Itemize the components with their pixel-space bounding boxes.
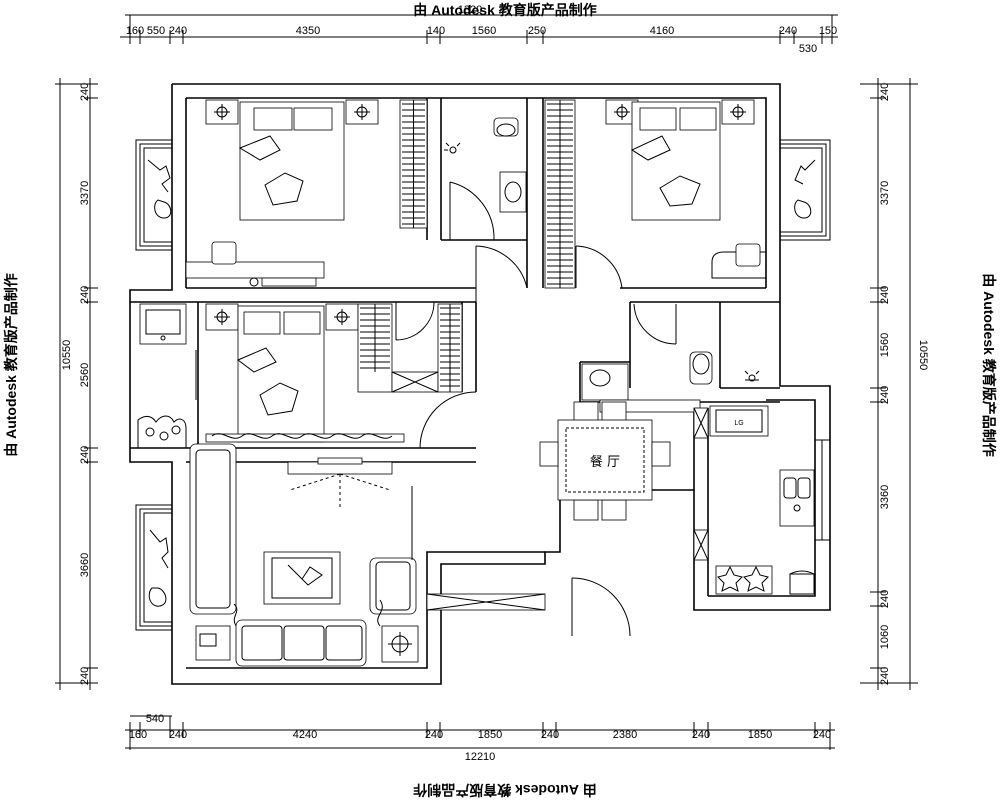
- sink: [581, 363, 629, 401]
- side-table: [195, 625, 231, 661]
- dim-top-4: 140: [427, 25, 445, 37]
- watermark-right: 由 Autodesk 教育版产品制作: [981, 273, 997, 457]
- entry-door: [426, 577, 631, 637]
- watermark-bottom: 由 Autodesk 教育版产品制作: [413, 782, 597, 798]
- sink: [499, 171, 527, 213]
- dim-right-8: 240: [879, 667, 891, 685]
- dim-top-2: 240: [169, 25, 187, 37]
- plant-icon: [147, 159, 816, 607]
- dim-top-0: 160: [126, 25, 144, 37]
- dim-left-6: 240: [79, 667, 91, 685]
- chair: [601, 401, 627, 423]
- dim-right-1: 3370: [879, 181, 891, 205]
- dimension-top: 160 550 240 4350 140 1560 250 4160 240 5…: [120, 4, 838, 55]
- dim-bottom-7: 2380: [613, 729, 637, 741]
- toilet: [689, 351, 713, 385]
- dim-left-5: 3660: [79, 553, 91, 577]
- watermark-top: 由 Autodesk 教育版产品制作: [413, 2, 597, 18]
- dimension-bottom: 540 160 240 4240 240 1850 240 2380 240 1…: [125, 713, 835, 763]
- dim-bottom-0: 540: [146, 713, 164, 725]
- dim-bottom-8: 240: [692, 729, 710, 741]
- chair: [573, 401, 599, 423]
- sofa: [235, 619, 367, 667]
- dim-bottom-5: 1850: [478, 729, 502, 741]
- dim-left-1: 3370: [79, 181, 91, 205]
- dim-top-10: 150: [819, 25, 837, 37]
- chair: [211, 241, 237, 265]
- door: [419, 391, 477, 449]
- dim-bottom-10: 240: [813, 729, 831, 741]
- bay-window-left-top: [135, 139, 172, 251]
- dim-bottom-6: 240: [541, 729, 559, 741]
- dim-top-11: 1320: [458, 4, 482, 16]
- dim-top-5: 1560: [472, 25, 496, 37]
- dim-top-1: 550: [147, 25, 165, 37]
- dim-bottom-3: 4240: [293, 729, 317, 741]
- dim-top-7: 4160: [650, 25, 674, 37]
- wardrobe: [357, 301, 463, 393]
- dim-right-4: 240: [879, 386, 891, 404]
- dimension-left: 240 3370 240 2560 240 3660 240 10550: [55, 78, 98, 690]
- door: [475, 245, 623, 302]
- sofa: [189, 443, 237, 615]
- dim-right-7: 1060: [879, 625, 891, 649]
- fridge: [709, 405, 769, 437]
- chair: [539, 441, 559, 467]
- kitchen: LG: [693, 405, 830, 595]
- dim-right-2: 240: [879, 286, 891, 304]
- bay-window-right-top: [780, 139, 831, 241]
- dim-right-0: 240: [879, 83, 891, 101]
- dim-bottom-1: 160: [129, 729, 147, 741]
- chair: [651, 441, 671, 467]
- coffee-table: [263, 551, 341, 605]
- room-label-dining: 餐 厅: [590, 454, 620, 470]
- desk: [185, 261, 325, 279]
- washing-machine: [139, 303, 187, 345]
- dim-bottom-2: 240: [169, 729, 187, 741]
- balcony: [137, 303, 197, 449]
- corridor-cabinet: [544, 99, 576, 289]
- living-room: [189, 433, 419, 667]
- dim-top-3: 4350: [296, 25, 320, 37]
- dim-bottom-9: 1850: [748, 729, 772, 741]
- bedroom-2: [205, 303, 359, 443]
- bay-window-left-bottom: [135, 504, 172, 631]
- bathroom-1: [444, 117, 527, 241]
- dim-right-total: 10550: [917, 340, 929, 371]
- armchair: [369, 557, 417, 615]
- dim-right-3: 1560: [879, 333, 891, 357]
- chair: [601, 499, 627, 521]
- dim-left-total: 10550: [61, 340, 73, 371]
- dim-bottom-4: 240: [425, 729, 443, 741]
- dining-table: [557, 419, 653, 501]
- watermark-left: 由 Autodesk 教育版产品制作: [3, 273, 19, 457]
- dim-left-0: 240: [79, 83, 91, 101]
- dim-left-3: 2560: [79, 363, 91, 387]
- dim-left-4: 240: [79, 446, 91, 464]
- dim-left-2: 240: [79, 286, 91, 304]
- bathroom-2: [581, 303, 760, 401]
- chair: [573, 499, 599, 521]
- dim-bottom-total: 12210: [465, 751, 496, 763]
- wardrobe: [399, 99, 428, 229]
- dim-right-5: 3360: [879, 485, 891, 509]
- dimension-right: 240 3370 240 1560 240 3360 240 1060 240 …: [860, 78, 929, 690]
- dim-top-9: 530: [799, 43, 817, 55]
- dining-area: 餐 厅: [539, 399, 701, 521]
- dim-top-8: 240: [779, 25, 797, 37]
- bedroom-1: [185, 99, 379, 287]
- dim-top-6: 250: [528, 25, 546, 37]
- dim-right-6: 240: [879, 590, 891, 608]
- fridge-label: LG: [734, 420, 743, 427]
- bedroom-3: [605, 99, 767, 279]
